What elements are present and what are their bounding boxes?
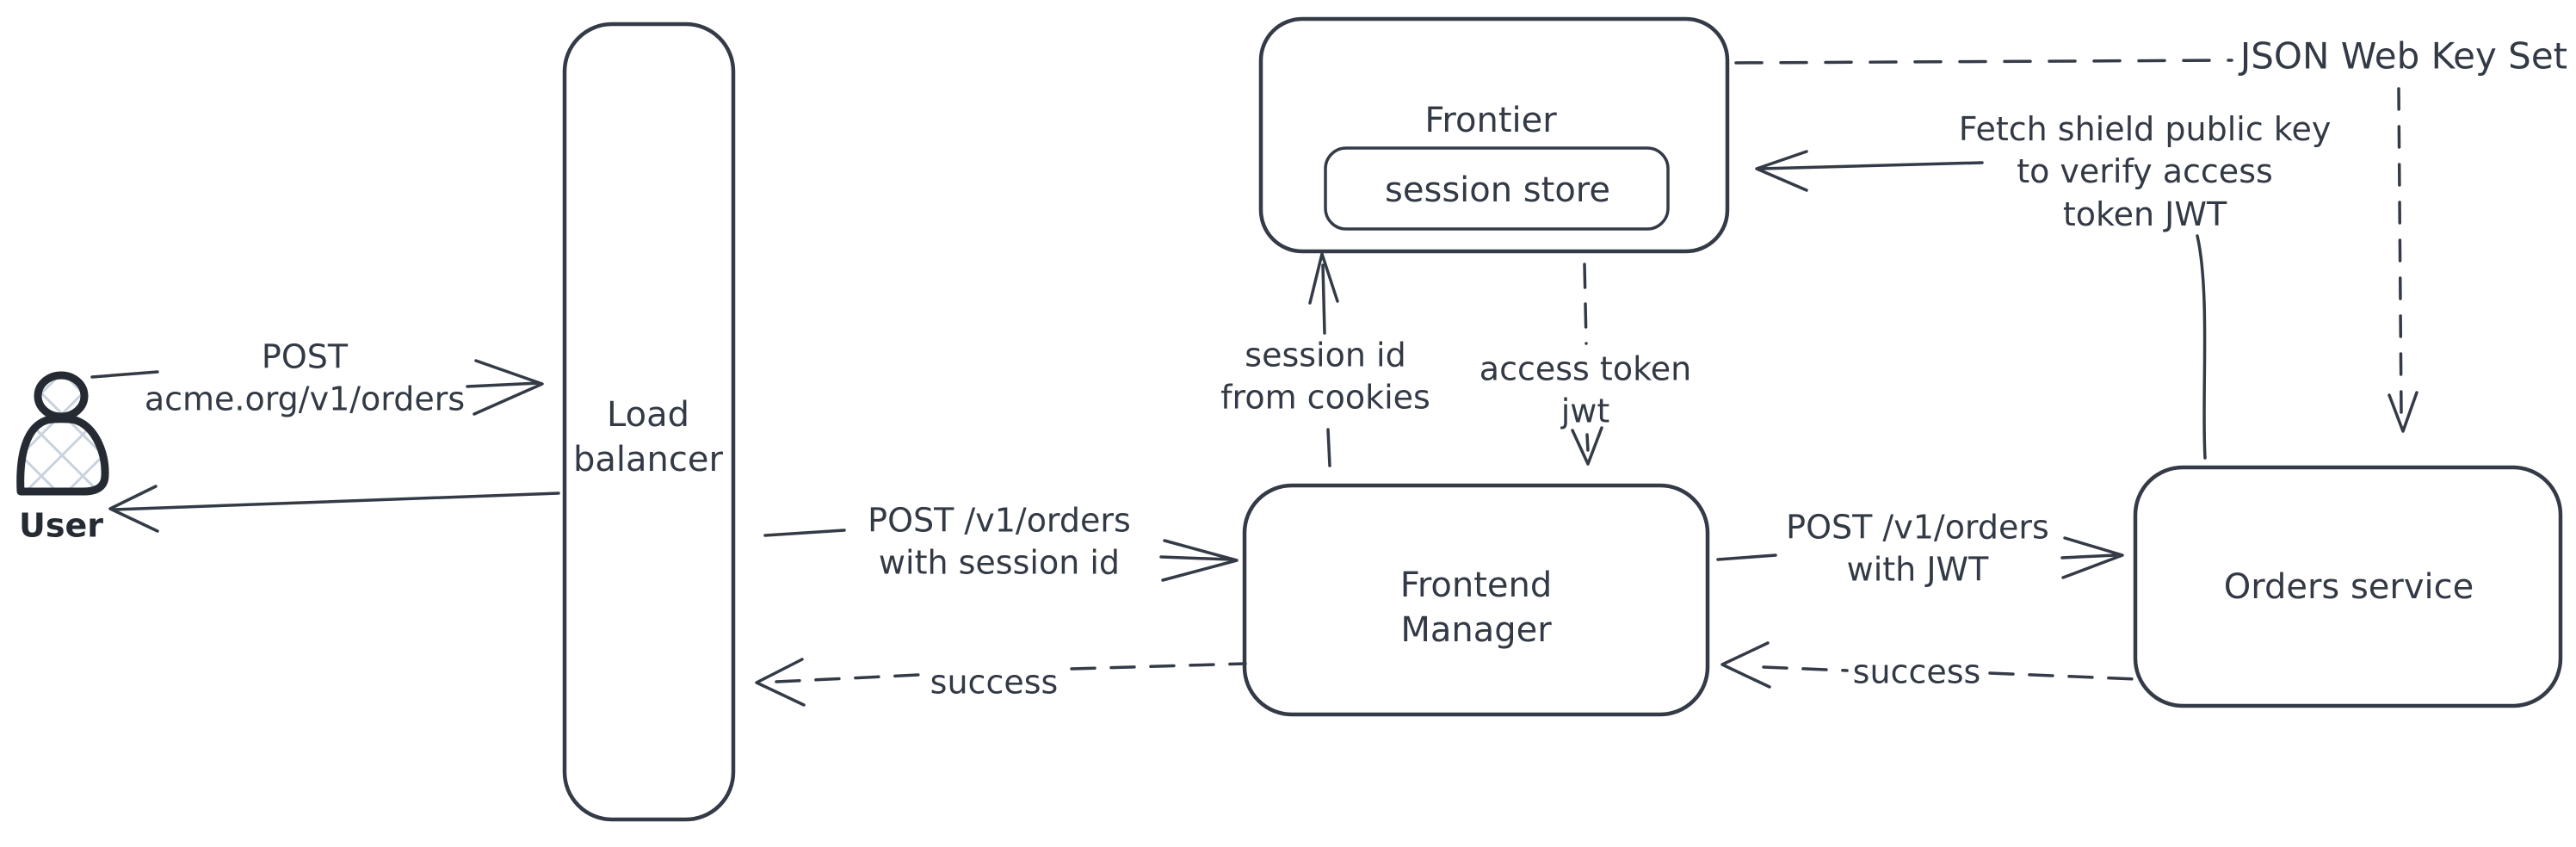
edge-label-success-right: success <box>1852 652 1981 691</box>
arrow-lb-to-fm-shaft <box>1159 555 1232 561</box>
arrow-user-to-lb-tail <box>90 370 159 379</box>
load-balancer-label: Load balancer <box>573 393 723 482</box>
edge-label-session-id-cookies-line2: from cookies <box>1220 379 1430 417</box>
arrow-lb-to-fm-tail <box>763 529 846 537</box>
edge-label-success-left: success <box>930 663 1059 702</box>
arrow-orders-to-fm-head <box>1720 641 1771 689</box>
edge-label-post-acme: POST acme.org/v1/orders <box>145 337 465 422</box>
edge-label-post-session-id-line1: POST /v1/orders <box>868 501 1131 540</box>
edge-label-post-jwt-line1: POST /v1/orders <box>1786 508 2049 547</box>
session-store-box <box>1324 146 1670 231</box>
arrow-orders-to-frontier-curve <box>2196 234 2207 460</box>
arrow-orders-to-fm-dash-right <box>1988 671 2139 681</box>
session-store-label: session store <box>1385 170 1610 210</box>
orders-service-label: Orders service <box>2223 567 2474 607</box>
edge-label-post-session-id-line2: with session id <box>878 544 1121 582</box>
arrow-fm-to-frontier-shaft <box>1321 263 1326 335</box>
edge-label-access-token: access token jwt <box>1480 349 1691 434</box>
arrow-fm-to-frontier-tail <box>1326 428 1331 467</box>
person-icon-head <box>34 371 89 421</box>
load-balancer-box <box>562 22 736 822</box>
arrow-fm-to-orders-tail <box>1716 553 1777 561</box>
frontend-manager-box <box>1242 483 1710 717</box>
jwks-label: JSON Web Key Set <box>2239 34 2568 77</box>
line-jwks-to-orders <box>2397 87 2403 416</box>
frontend-manager-label: Frontend Manager <box>1400 563 1553 652</box>
arrow-fm-to-lb-dash-right <box>1070 662 1247 671</box>
edge-label-session-id-cookies-line1: session id <box>1245 336 1406 374</box>
arrow-frontier-to-fm-dash-bottom <box>1585 433 1590 453</box>
edge-label-post-jwt-line2: with JWT <box>1846 551 1989 589</box>
arrow-user-to-lb-head <box>473 359 544 416</box>
arrow-frontier-to-fm-head <box>1571 426 1603 466</box>
line-jwks-to-frontier <box>1734 59 2233 65</box>
frontier-box <box>1258 16 1730 254</box>
edge-label-access-token-line2: jwt <box>1560 393 1610 430</box>
arrow-user-to-lb-shaft <box>466 381 541 388</box>
arrow-fm-to-frontier-head <box>1308 252 1339 305</box>
edge-label-fetch-key-line3: token JWT <box>2062 195 2227 233</box>
arrow-frontier-to-fm-dash-top <box>1583 263 1588 345</box>
edge-label-fetch-key: Fetch shield public key to verify access… <box>1959 108 2332 236</box>
arrow-orders-to-frontier-shaft <box>1758 161 1984 170</box>
arrow-lb-to-fm-head <box>1161 539 1239 582</box>
frontier-label: Frontier <box>1424 101 1557 140</box>
frontend-manager-label-line2: Manager <box>1400 610 1552 650</box>
edge-label-session-id-cookies: session id from cookies <box>1220 335 1430 420</box>
arrow-lb-to-user-head <box>108 485 159 533</box>
arrow-fm-to-orders-shaft <box>2060 553 2117 560</box>
person-icon-body <box>16 415 109 496</box>
arrow-orders-to-frontier-head <box>1755 150 1808 192</box>
load-balancer-label-line2: balancer <box>573 440 723 479</box>
frontend-manager-label-line1: Frontend <box>1399 566 1553 605</box>
arrow-fm-to-lb-dash-left <box>775 673 921 683</box>
edge-label-post-acme-line1: POST <box>261 337 349 376</box>
edge-label-post-jwt: POST /v1/orders with JWT <box>1786 507 2049 592</box>
arrow-jwks-to-orders-head <box>2388 391 2418 433</box>
edge-label-access-token-line1: access token <box>1479 349 1692 388</box>
edge-label-fetch-key-line1: Fetch shield public key <box>1958 109 2332 148</box>
arrow-fm-to-lb-head <box>755 658 806 707</box>
load-balancer-label-line1: Load <box>607 395 689 435</box>
user-label: User <box>19 506 103 545</box>
person-icon <box>16 371 109 496</box>
orders-service-box <box>2133 465 2563 708</box>
edge-label-post-session-id: POST /v1/orders with session id <box>868 500 1131 585</box>
arrow-lb-to-user-line <box>113 492 560 511</box>
edge-label-fetch-key-line2: to verify access <box>2017 152 2273 191</box>
arrow-orders-to-fm-dash-left <box>1762 665 1849 672</box>
arrow-fm-to-orders-head <box>2061 536 2124 579</box>
edge-label-post-acme-line2: acme.org/v1/orders <box>144 380 466 418</box>
